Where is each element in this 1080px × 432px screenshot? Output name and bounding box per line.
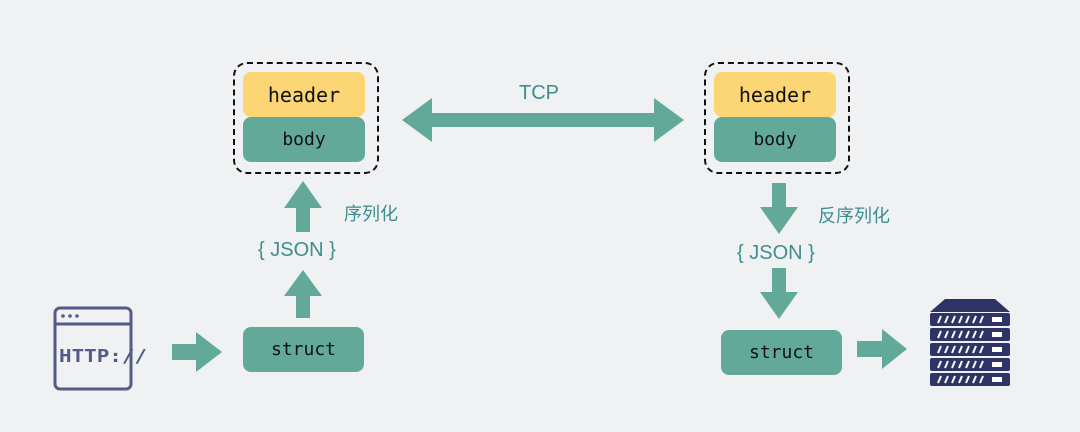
left-body-block: body bbox=[243, 117, 365, 162]
http-browser-icon: HTTP:// bbox=[53, 306, 147, 391]
right-header-block: header bbox=[714, 72, 836, 117]
deserialize-label: 反序列化 bbox=[818, 206, 890, 226]
server-rack-icon bbox=[930, 299, 1010, 386]
server-rack-unit bbox=[930, 373, 1010, 386]
right-packet-frame bbox=[704, 62, 850, 174]
deserialize-arrow-upper bbox=[760, 183, 798, 234]
deserialize-arrow-lower bbox=[760, 268, 798, 319]
left-struct-block: struct bbox=[243, 327, 364, 372]
tcp-label: TCP bbox=[519, 82, 559, 104]
left-body-label: body bbox=[282, 129, 326, 150]
serialize-arrow-upper bbox=[284, 181, 322, 232]
right-json-label: { JSON } bbox=[737, 242, 815, 264]
tcp-double-arrow bbox=[402, 98, 684, 142]
http-to-struct-arrow bbox=[172, 332, 222, 372]
left-struct-label: struct bbox=[270, 339, 337, 360]
left-header-block: header bbox=[243, 72, 365, 117]
server-rack-unit bbox=[930, 328, 1010, 341]
right-struct-label: struct bbox=[748, 342, 815, 363]
http-icon-text: HTTP:// bbox=[59, 346, 147, 367]
left-packet-frame bbox=[233, 62, 379, 174]
server-rack-unit bbox=[930, 313, 1010, 326]
left-header-label: header bbox=[267, 82, 341, 107]
right-body-label: body bbox=[753, 129, 797, 150]
right-struct-block: struct bbox=[721, 330, 842, 375]
right-body-block: body bbox=[714, 117, 836, 162]
right-header-label: header bbox=[738, 82, 812, 107]
struct-to-server-arrow bbox=[857, 329, 907, 369]
serialize-arrow-lower bbox=[284, 270, 322, 318]
serialize-label: 序列化 bbox=[344, 204, 398, 224]
server-rack-unit bbox=[930, 343, 1010, 356]
left-json-label: { JSON } bbox=[258, 239, 336, 261]
server-rack-unit bbox=[930, 358, 1010, 371]
